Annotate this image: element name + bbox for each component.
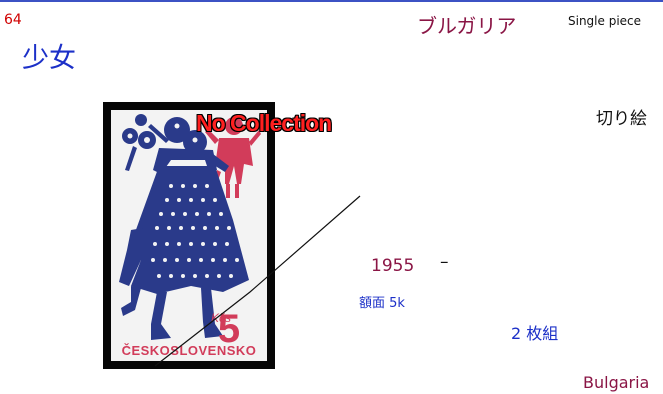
country-name-japanese: ブルガリア — [417, 14, 517, 38]
technique-label: 切り絵 — [596, 109, 647, 129]
stamp-blue-figures — [119, 114, 249, 340]
stamp-title: 少女 — [22, 43, 76, 74]
stamp-dress-pattern — [127, 123, 239, 278]
stamp-denomination: 5 — [218, 307, 240, 351]
issue-dash: – — [440, 252, 449, 272]
set-count: 2 枚組 — [511, 324, 559, 343]
format-label: Single piece — [568, 14, 642, 28]
stamp-image: 5 Kčs ČESKOSLOVENSKO — [111, 110, 267, 361]
top-rule — [0, 0, 663, 2]
stamp-currency: Kčs — [211, 311, 231, 325]
country-name-english: Bulgaria — [583, 373, 650, 392]
no-collection-badge: No Collection — [196, 110, 332, 136]
stamp-country-inscription: ČESKOSLOVENSKO — [122, 343, 257, 358]
page-number: 64 — [4, 12, 22, 28]
face-value: 額面 5k — [359, 296, 405, 311]
issue-year: 1955 — [371, 256, 415, 276]
